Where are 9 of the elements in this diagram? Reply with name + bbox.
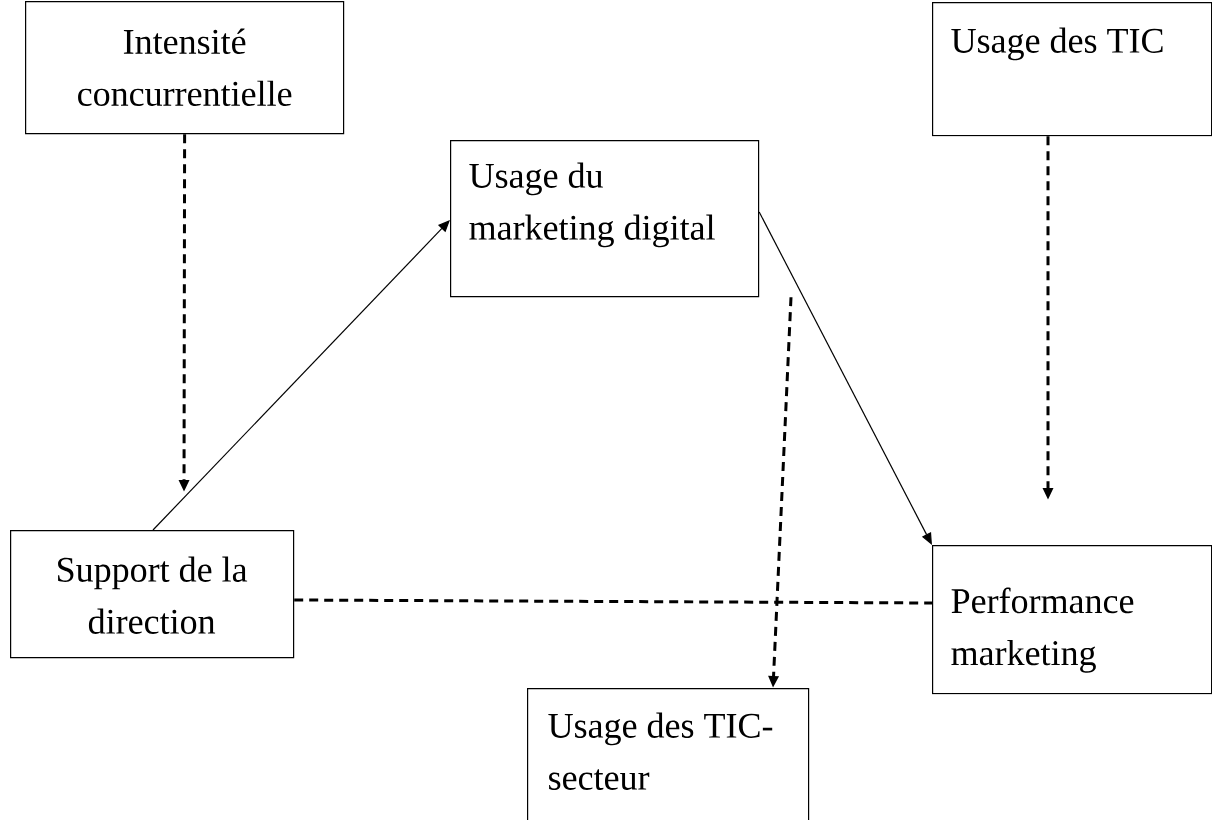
box: Support de la direction: [10, 530, 295, 659]
box: Usage du marketing digital: [450, 140, 760, 298]
dashed-line: [294, 598, 932, 605]
box: Usage des TIC-secteur: [527, 688, 810, 820]
box: Usage des TIC: [932, 2, 1212, 137]
arrow: [758, 211, 932, 545]
box: Performance marketing: [932, 545, 1212, 695]
box: Intensité concurrentielle: [25, 1, 345, 135]
arrow: [152, 220, 450, 531]
